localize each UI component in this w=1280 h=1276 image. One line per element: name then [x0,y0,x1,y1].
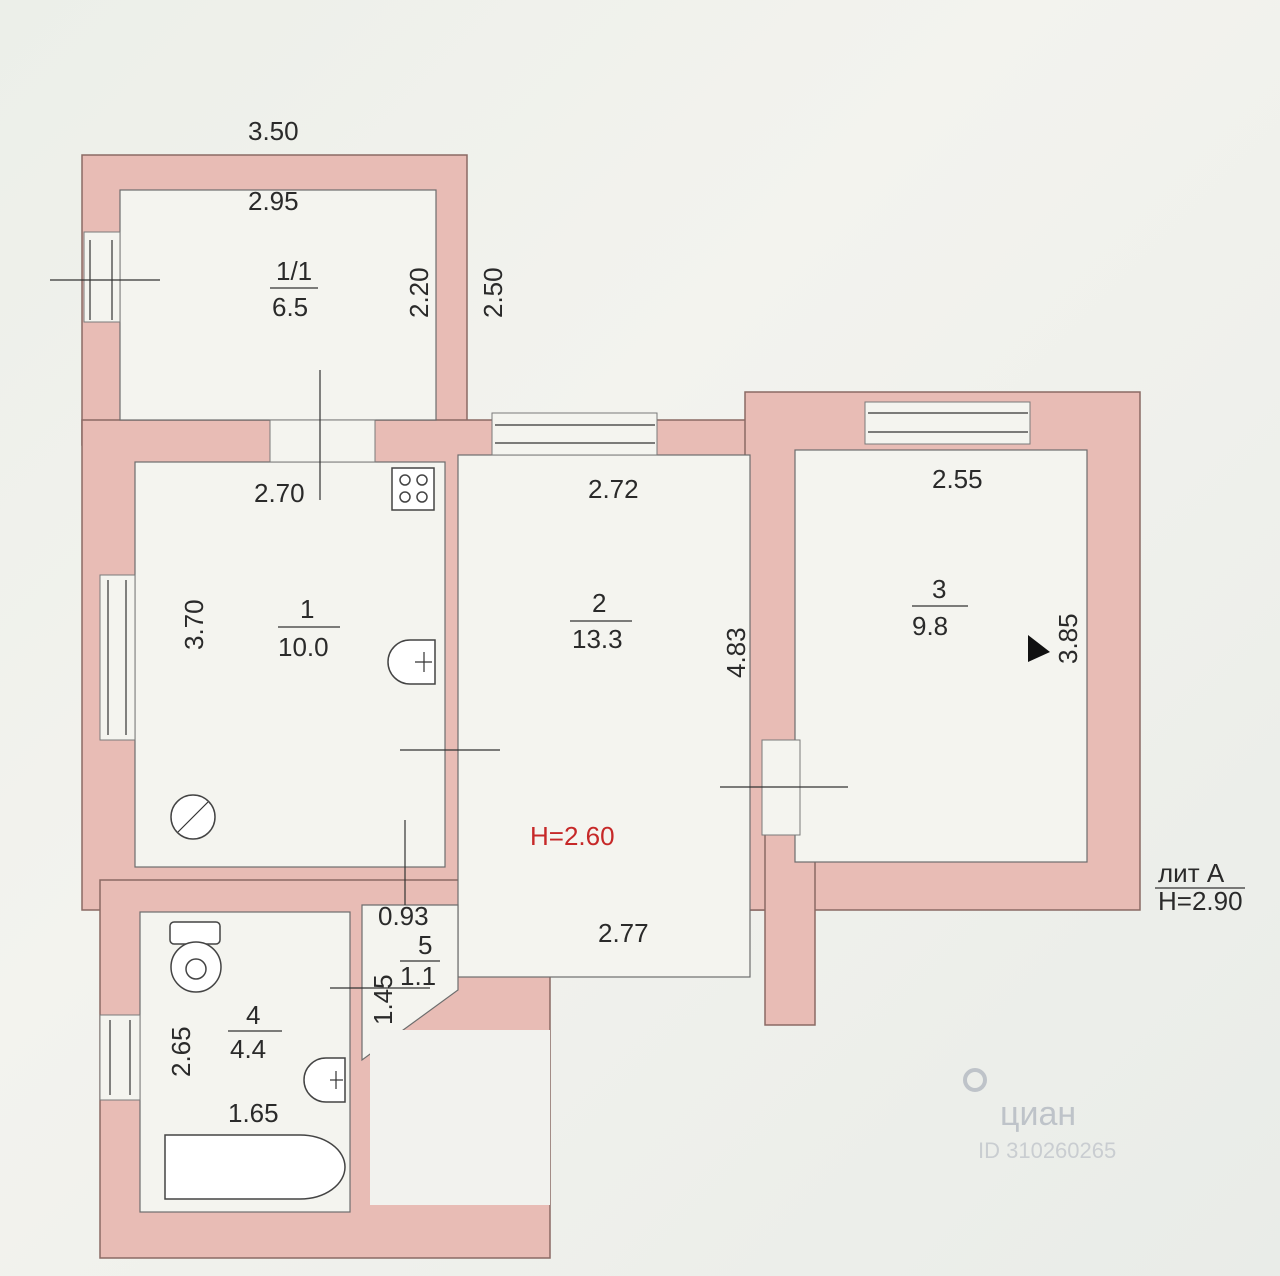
room-kitchen-area: 10.0 [278,632,329,662]
dim-room3-h: 3.85 [1053,613,1083,664]
room-balcony-area: 6.5 [272,292,308,322]
room-3 [794,449,1088,863]
room-2-area: 13.3 [572,624,623,654]
dim-bath-h: 2.65 [166,1026,196,1077]
dim-room2-w-bottom: 2.77 [598,918,649,948]
room-2-num: 2 [592,588,606,618]
corridor [370,1030,550,1205]
window-room2 [491,412,658,456]
room-bath-num: 4 [246,1000,260,1030]
stove-icon [391,467,435,511]
dim-balcony-outer-h: 2.50 [478,267,508,318]
room-2 [457,454,751,978]
watermark: циан ID 310260265 [963,1068,1116,1163]
lit-line2: H=2.90 [1158,886,1243,916]
room-3-area: 9.8 [912,611,948,641]
watermark-id: ID 310260265 [978,1138,1116,1163]
window-kitchen-left [99,574,136,741]
room-hall-num: 5 [418,930,432,960]
toilet-icon [169,921,222,993]
watermark-brand: циан [1000,1095,1076,1133]
washbasin-icon [303,1057,346,1103]
ceiling-height: H=2.60 [530,821,615,851]
room-bath-area: 4.4 [230,1034,266,1064]
gas-meter-icon [170,794,216,840]
section-lines [50,279,848,989]
room-kitchen-num: 1 [300,594,314,624]
dimensions: 3.50 2.95 2.20 2.50 2.70 3.70 2.72 4.83 … [166,116,1083,1128]
dim-balcony-inner-h: 2.20 [404,267,434,318]
dim-balcony-inner-w: 2.95 [248,186,299,216]
dim-room2-h: 4.83 [721,627,751,678]
window-kitchen-top [269,419,376,463]
room-balcony [119,189,437,421]
lit-label: лит А H=2.90 [1155,858,1245,916]
window-bath [99,1014,141,1101]
room-hall-area: 1.1 [400,961,436,991]
cursor-icon [1028,635,1050,662]
dim-hall-w: 0.93 [378,901,429,931]
dim-room2-w-top: 2.72 [588,474,639,504]
dim-top-outer: 3.50 [248,116,299,146]
room-balcony-num: 1/1 [276,256,312,286]
windows [83,231,1031,1101]
dim-room3-w: 2.55 [932,464,983,494]
dim-bath-w: 1.65 [228,1098,279,1128]
bathtub-icon [164,1134,346,1200]
window-room3 [864,401,1031,445]
location-pin-icon [963,1068,987,1092]
dim-hall-h: 1.45 [368,974,398,1025]
sink-icon [387,639,436,685]
dim-kitchen-h: 3.70 [179,599,209,650]
fixtures [164,467,436,1200]
room-hall [361,904,459,1062]
room-3-num: 3 [932,574,946,604]
dim-kitchen-w: 2.70 [254,478,305,508]
room-labels: 1/1 6.5 1 10.0 2 13.3 3 9.8 5 1.1 4 4.4 [228,256,968,1064]
lit-line1: лит А [1158,858,1225,888]
